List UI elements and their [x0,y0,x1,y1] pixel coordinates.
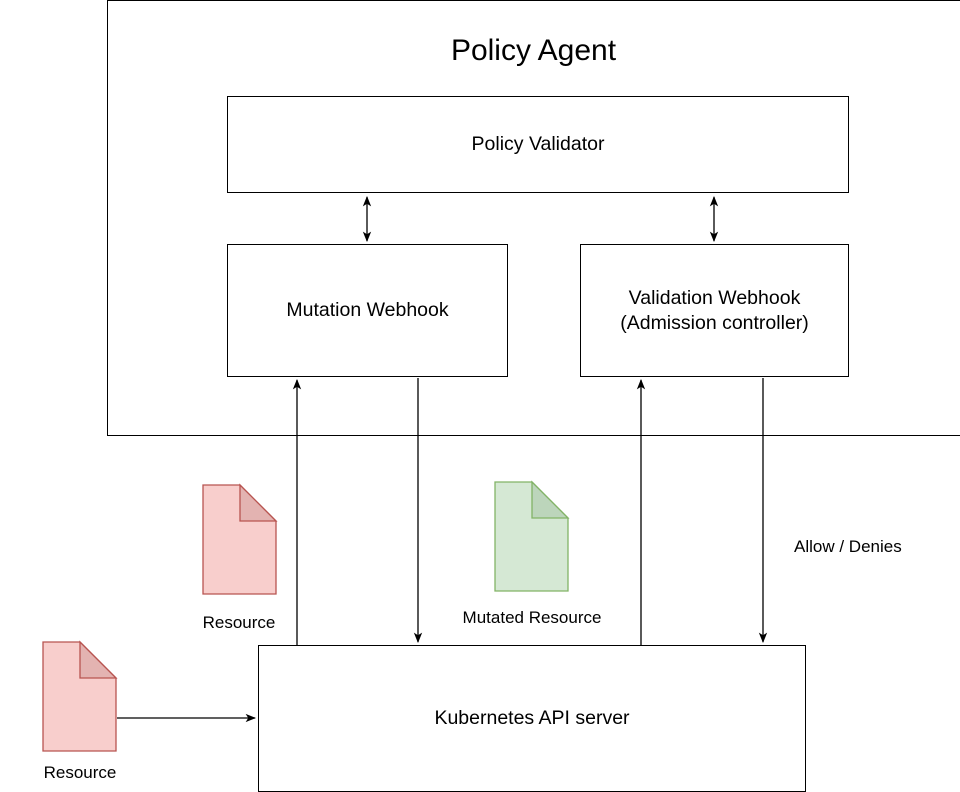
validation-webhook-box: Validation Webhook (Admission controller… [580,244,849,377]
kubernetes-api-server-label: Kubernetes API server [434,707,630,729]
kubernetes-api-server-box: Kubernetes API server [258,645,806,792]
resource-label: Resource [202,613,276,632]
policy-validator-box: Policy Validator [227,96,849,193]
mutation-webhook-label: Mutation Webhook [286,299,449,321]
input-resource-label: Resource [43,763,117,782]
allow-denies-label: Allow / Denies [794,537,902,556]
mutated-resource-label: Mutated Resource [462,608,602,627]
mutated-resource-document-icon [494,480,570,592]
validation-webhook-sublabel: (Admission controller) [620,311,809,334]
policy-validator-label: Policy Validator [471,133,605,155]
mutation-webhook-box: Mutation Webhook [227,244,508,377]
policy-agent-title: Policy Agent [450,34,617,67]
input-resource-document-icon [42,640,118,752]
validation-webhook-label: Validation Webhook [628,286,801,309]
resource-document-icon [202,483,278,595]
